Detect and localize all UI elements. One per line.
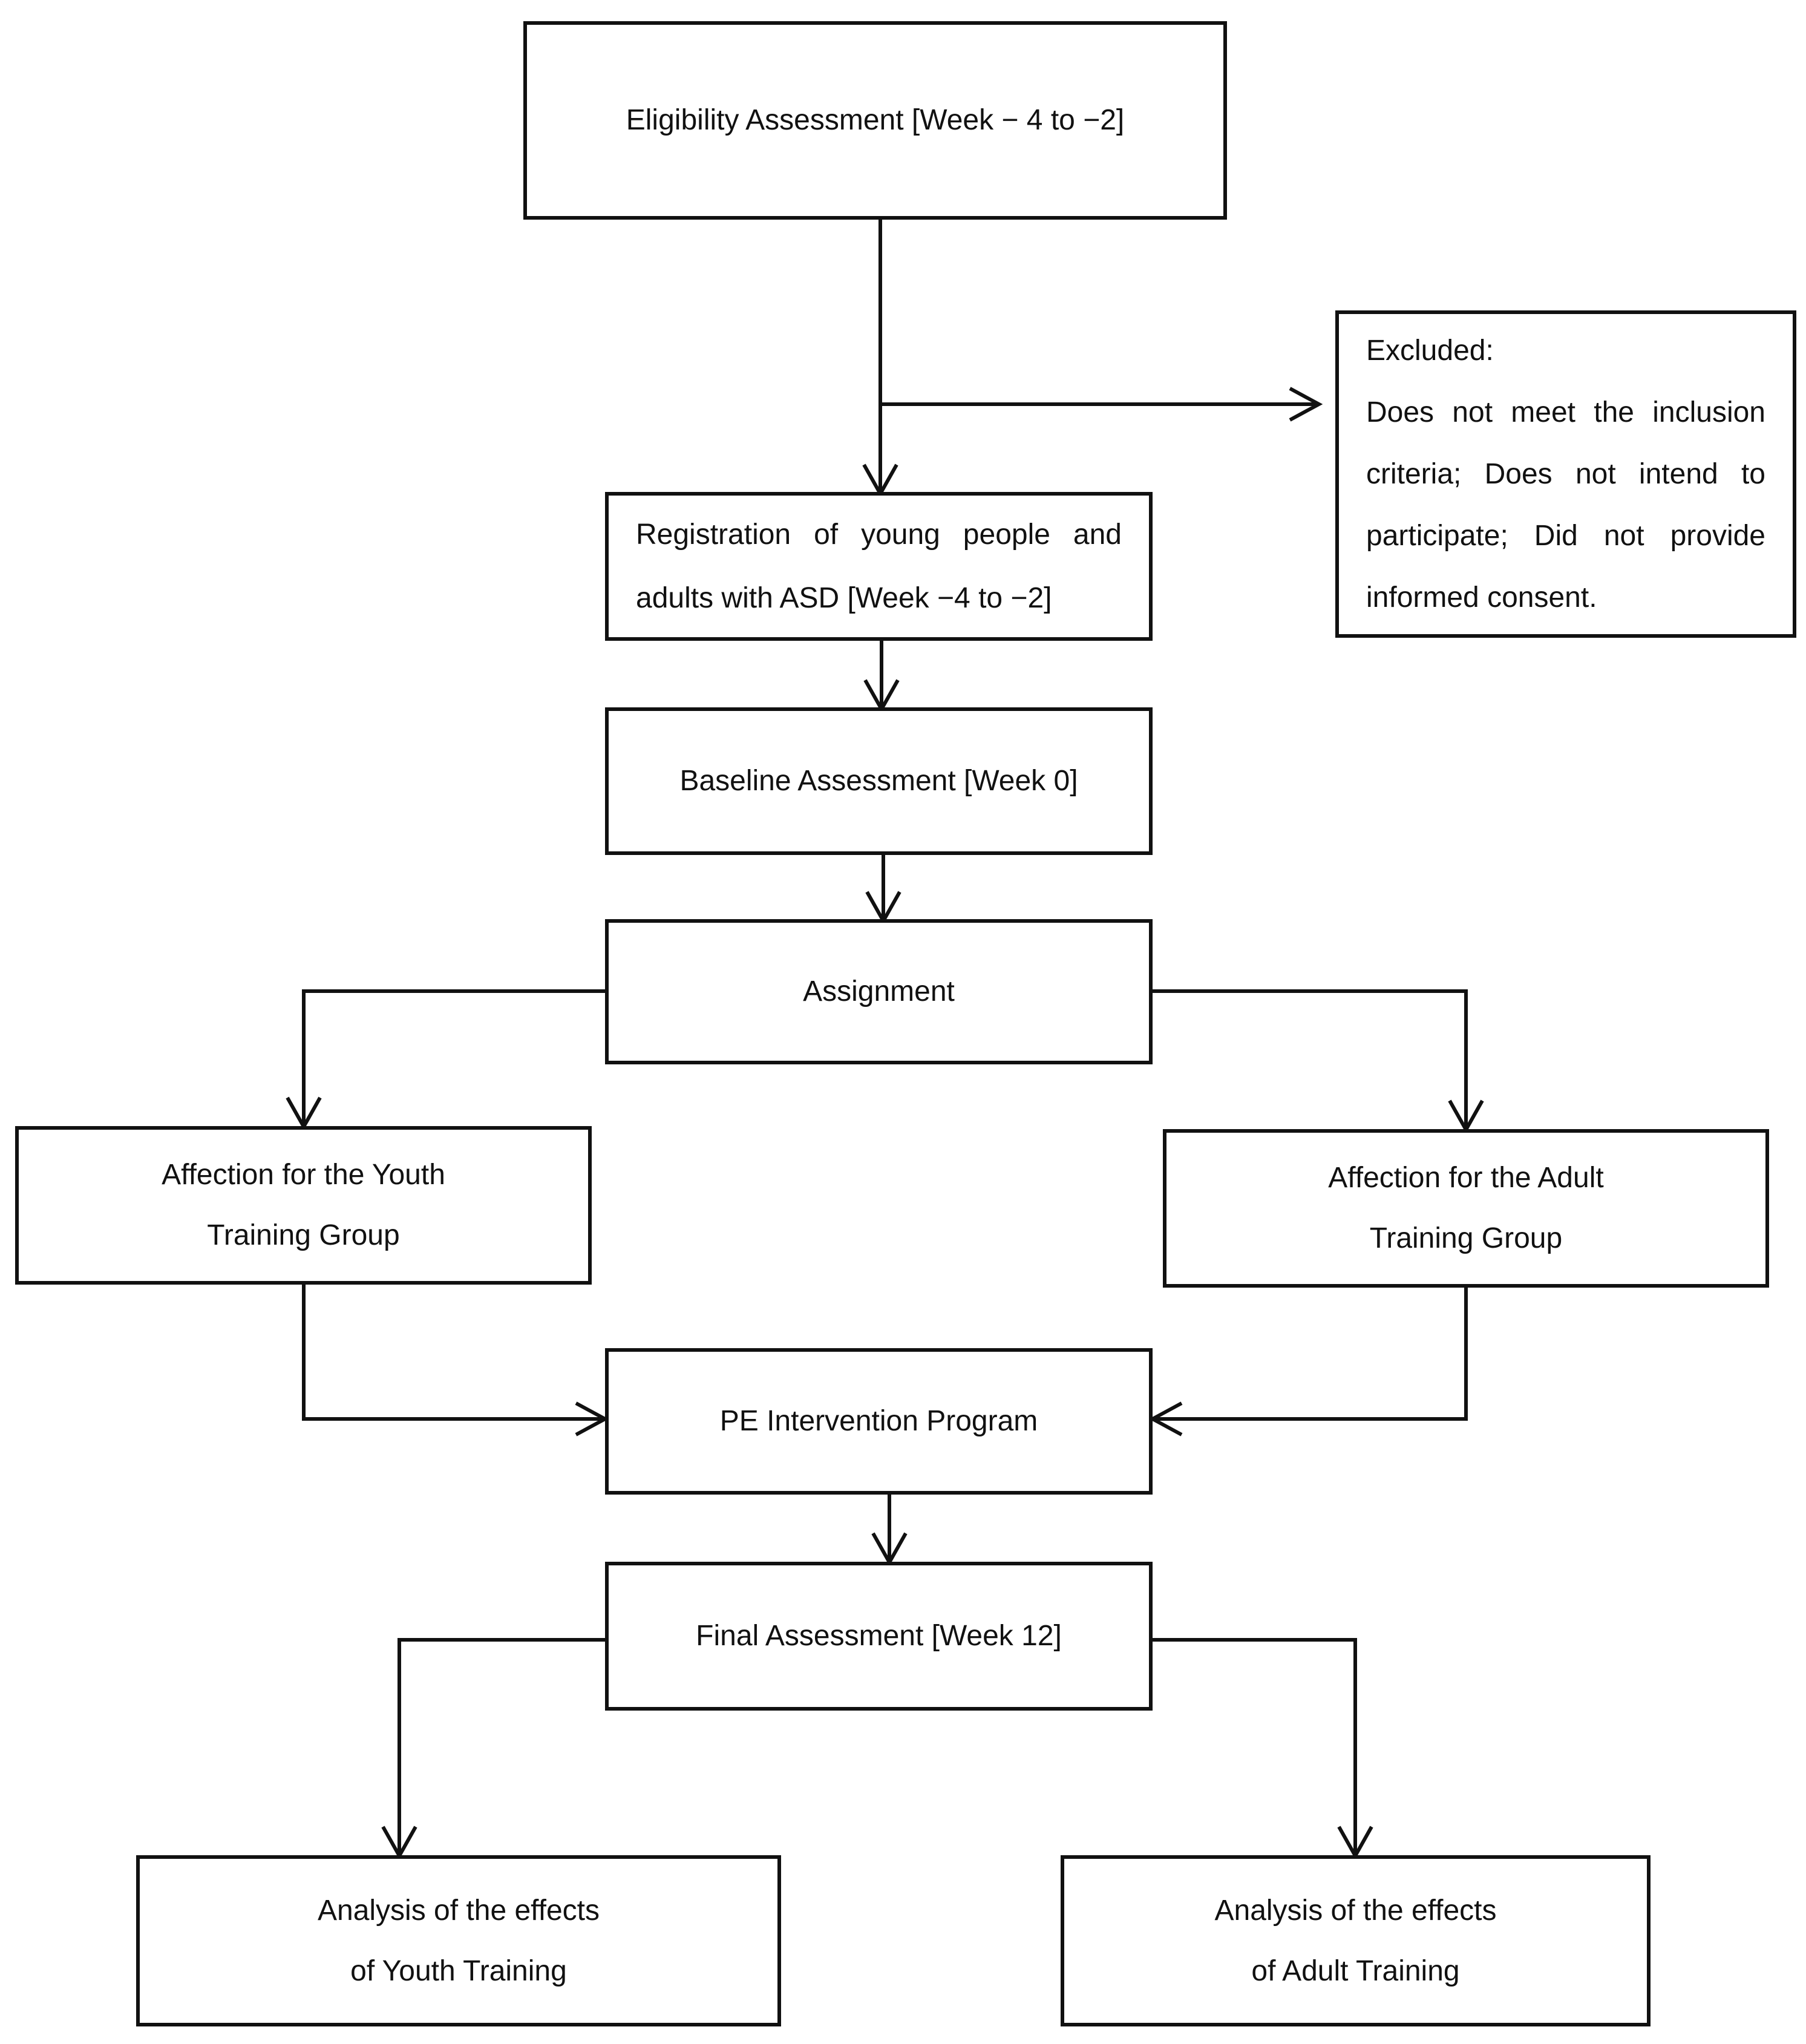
youth-group-line-1: Affection for the Youth [162,1159,445,1191]
excluded-line-1: Does not meet the inclusion [1366,396,1765,428]
registration-line-2: adults with ASD [Week −4 to −2] [636,582,1052,614]
final-assessment-box: Final Assessment [Week 12] [605,1562,1153,1711]
adult-training-group-box: Affection for the Adult Training Group [1163,1129,1769,1288]
youth-analysis-box: Analysis of the effects of Youth Trainin… [136,1855,781,2026]
pe-program-label: PE Intervention Program [719,1405,1038,1437]
assignment-box: Assignment [605,919,1153,1064]
arrowhead-excluded [1289,387,1323,422]
youth-analysis-line-1: Analysis of the effects [317,1894,600,1927]
registration-line-1: Registration of young people and [636,519,1122,551]
youth-analysis-line-2: of Youth Training [350,1954,567,1987]
excluded-box: Excluded: Does not meet the inclusion cr… [1335,310,1796,638]
youth-group-line-2: Training Group [207,1219,400,1251]
adult-analysis-line-1: Analysis of the effects [1214,1894,1497,1927]
adult-analysis-box: Analysis of the effects of Adult Trainin… [1061,1855,1651,2026]
excluded-line-4: informed consent. [1366,581,1597,614]
adult-group-line-2: Training Group [1369,1222,1563,1254]
edge-final-youth-analysis [398,1638,607,1855]
baseline-assessment-box: Baseline Assessment [Week 0] [605,707,1153,855]
registration-box: Registration of young people and adults … [605,492,1153,641]
edge-adult-pe [1154,1288,1468,1421]
edge-assignment-adult [1151,989,1468,1128]
pe-intervention-program-box: PE Intervention Program [605,1348,1153,1495]
arrowhead-pe-right [1148,1401,1183,1436]
edge-final-adult-analysis [1151,1638,1357,1855]
adult-analysis-line-2: of Adult Training [1251,1954,1460,1987]
eligibility-assessment-box: Eligibility Assessment [Week − 4 to −2] [523,21,1227,220]
edge-youth-pe [302,1285,604,1421]
youth-training-group-box: Affection for the Youth Training Group [15,1126,592,1285]
excluded-line-3: participate; Did not provide [1366,519,1765,552]
eligibility-label: Eligibility Assessment [Week − 4 to −2] [626,104,1125,136]
final-label: Final Assessment [Week 12] [696,1620,1062,1652]
baseline-label: Baseline Assessment [Week 0] [679,765,1078,797]
adult-group-line-1: Affection for the Adult [1328,1162,1604,1194]
edge-assignment-youth [302,989,607,1125]
excluded-heading: Excluded: [1366,334,1494,367]
excluded-line-2: criteria; Does not intend to [1366,457,1765,490]
assignment-label: Assignment [803,975,955,1007]
